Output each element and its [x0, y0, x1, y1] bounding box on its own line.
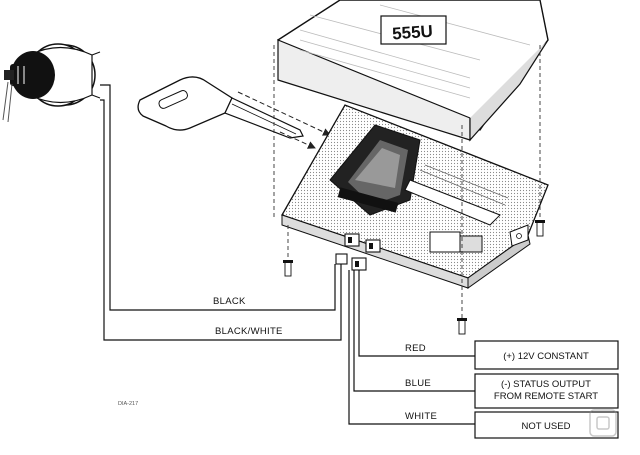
- ignition-switch-icon: [2, 43, 101, 123]
- output-box-not-used: NOT USED: [474, 411, 619, 439]
- wire-red: [358, 270, 475, 357]
- wire-label-red: RED: [405, 343, 426, 354]
- output-box-status: (-) STATUS OUTPUT FROM REMOTE START: [474, 373, 619, 409]
- screw-icon: [457, 318, 467, 335]
- transponder-key-icon: [137, 76, 304, 139]
- output-box-constant: (+) 12V CONSTANT: [474, 340, 619, 370]
- assembly-guides: [273, 45, 541, 320]
- diagram-reference: DIA-217: [118, 401, 138, 407]
- watermark-logo: [589, 409, 617, 437]
- wire-label-black: BLACK: [213, 296, 246, 307]
- wire-label-white: WHITE: [405, 411, 437, 422]
- insertion-arrows: [237, 91, 331, 149]
- wire-white: [348, 270, 475, 425]
- output-box-status-line-2: FROM REMOTE START: [494, 391, 598, 402]
- screw-icon: [283, 260, 293, 277]
- connector-top: [344, 233, 381, 253]
- wire-label-black-white: BLACK/WHITE: [215, 326, 283, 337]
- output-box-not-used-line-1: NOT USED: [522, 421, 571, 432]
- wire-black-white: [100, 99, 342, 341]
- output-box-constant-line-1: (+) 12V CONSTANT: [503, 351, 589, 362]
- wire-blue: [353, 270, 475, 392]
- connector-bottom: [335, 253, 367, 271]
- wire-black: [100, 84, 336, 311]
- output-box-status-line-1: (-) STATUS OUTPUT: [501, 379, 591, 390]
- module-model-label: 555U: [392, 22, 434, 44]
- screw-icon: [535, 220, 545, 237]
- wire-label-blue: BLUE: [405, 378, 431, 389]
- antenna-coil: [329, 124, 421, 216]
- module-base: [281, 104, 549, 289]
- module-cover: 555U: [277, 0, 549, 142]
